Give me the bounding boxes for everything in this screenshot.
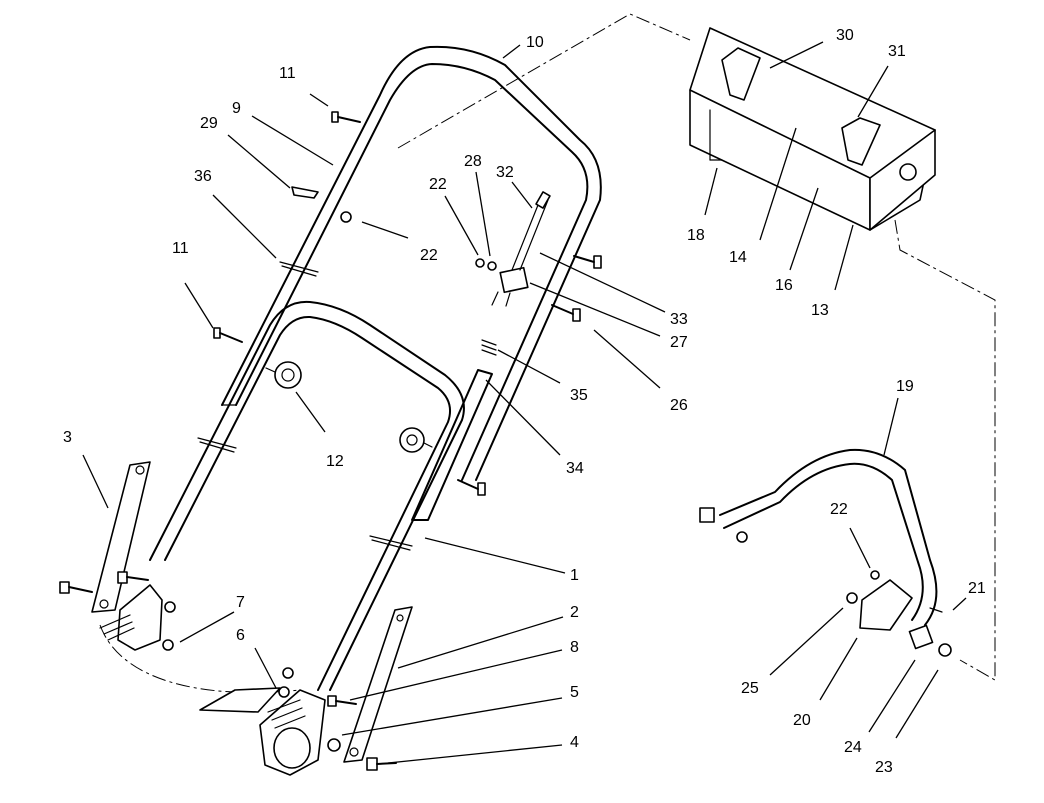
callout-28: 28 xyxy=(464,153,482,170)
callout-22-mid: 22 xyxy=(420,247,438,264)
callout-21: 21 xyxy=(968,580,986,597)
control-box xyxy=(689,27,936,231)
upper-handle xyxy=(221,45,602,481)
callout-2: 2 xyxy=(570,604,579,621)
bolt-left-mid xyxy=(117,571,149,584)
callout-30: 30 xyxy=(836,27,854,44)
knob-left xyxy=(265,361,302,389)
callout-18: 18 xyxy=(687,227,705,244)
bolt-4 xyxy=(366,757,397,771)
callout-23: 23 xyxy=(875,759,893,776)
callout-14: 14 xyxy=(729,249,747,266)
callout-8: 8 xyxy=(570,639,579,656)
leader-lines xyxy=(82,41,967,764)
bolt-11-upper xyxy=(331,111,361,123)
callout-11-lower: 11 xyxy=(172,240,189,257)
bolt-upper-right xyxy=(573,255,602,269)
bolt-left-lower xyxy=(59,581,93,594)
bolt-11-lower xyxy=(213,327,243,343)
callout-31: 31 xyxy=(888,43,906,60)
bolts xyxy=(59,111,602,771)
bolt-26 xyxy=(551,304,581,322)
callout-22-upper-left: 22 xyxy=(429,176,447,193)
callout-34: 34 xyxy=(566,460,584,477)
callout-11-upper: 11 xyxy=(279,65,296,82)
callout-7: 7 xyxy=(236,594,245,611)
callout-25: 25 xyxy=(741,680,759,697)
callout-20: 20 xyxy=(793,712,811,729)
callout-12: 12 xyxy=(326,453,344,470)
callout-16: 16 xyxy=(775,277,793,294)
left-bracket xyxy=(91,461,151,613)
callout-5: 5 xyxy=(570,684,579,701)
callout-19: 19 xyxy=(896,378,914,395)
callout-4: 4 xyxy=(570,734,579,751)
callout-36: 36 xyxy=(194,168,212,185)
callout-22-right: 22 xyxy=(830,501,848,518)
callout-labels: 1 2 3 4 5 6 7 8 9 10 11 11 12 13 14 16 1… xyxy=(63,27,986,776)
callout-29: 29 xyxy=(200,115,218,132)
callout-1: 1 xyxy=(570,567,579,584)
clip xyxy=(291,186,319,199)
callout-32: 32 xyxy=(496,164,514,181)
right-bracket xyxy=(343,606,413,763)
bolt-8 xyxy=(327,695,357,707)
callout-27: 27 xyxy=(670,334,688,351)
cable-bracket xyxy=(475,191,551,307)
bolt-mid-right xyxy=(457,479,486,496)
callout-6: 6 xyxy=(236,627,245,644)
deck-right xyxy=(259,689,326,776)
callout-13: 13 xyxy=(811,302,829,319)
knob-right xyxy=(399,427,433,453)
callout-26: 26 xyxy=(670,397,688,414)
cable-ties xyxy=(197,261,413,551)
callout-9: 9 xyxy=(232,100,241,117)
callout-10: 10 xyxy=(526,34,544,51)
deck-left xyxy=(99,584,281,713)
lower-handle xyxy=(149,300,493,691)
spring xyxy=(481,339,497,356)
bail-bar xyxy=(699,448,952,657)
callout-24: 24 xyxy=(844,739,862,756)
callout-35: 35 xyxy=(570,387,588,404)
callout-3: 3 xyxy=(63,429,72,446)
callout-33: 33 xyxy=(670,311,688,328)
